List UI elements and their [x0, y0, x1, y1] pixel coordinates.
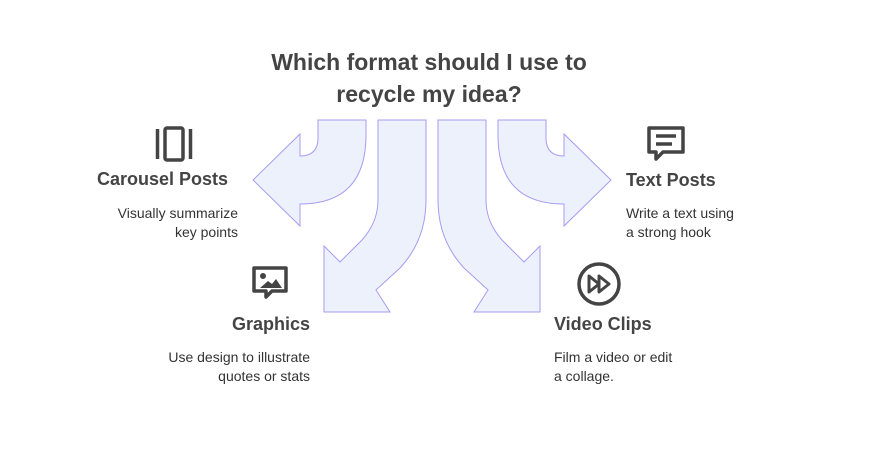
text-posts-description: Write a text using a strong hook: [626, 204, 734, 242]
arrow-text-posts: [497, 119, 612, 228]
graphics-label: Graphics: [231, 314, 310, 334]
video-clips-description: Film a video or edit a collage.: [554, 348, 672, 386]
video-clips-label: Video Clips: [554, 314, 652, 334]
carousel-posts-label: Carousel Posts: [96, 169, 228, 189]
graphics-desc-line-2: quotes or stats: [218, 368, 310, 384]
text-posts-desc-line-1: Write a text using: [626, 205, 734, 221]
fast-forward-icon: [576, 261, 622, 307]
text-posts-label: Text Posts: [626, 170, 716, 190]
graphics-description: Use design to illustrate quotes or stats: [130, 348, 310, 386]
arrow-video-clips: [437, 119, 541, 313]
diagram-title: Which format should I use to recycle my …: [238, 46, 620, 110]
video-clips-desc-line-2: a collage.: [554, 368, 614, 384]
carousel-desc-line-2: key points: [174, 224, 238, 240]
title-line-2: recycle my idea?: [336, 81, 522, 107]
message-icon: [646, 124, 686, 164]
graphics-desc-line-1: Use design to illustrate: [168, 349, 310, 365]
carousel-desc-line-1: Visually summarize: [117, 205, 238, 221]
carousel-posts-description: Visually summarize key points: [60, 204, 238, 242]
text-posts-desc-line-2: a strong hook: [626, 224, 711, 240]
carousel-icon: [154, 124, 194, 164]
image-icon: [250, 262, 290, 302]
arrow-graphics: [323, 119, 427, 313]
title-line-1: Which format should I use to: [271, 49, 587, 75]
video-clips-desc-line-1: Film a video or edit: [554, 349, 673, 365]
arrow-carousel: [252, 119, 367, 228]
